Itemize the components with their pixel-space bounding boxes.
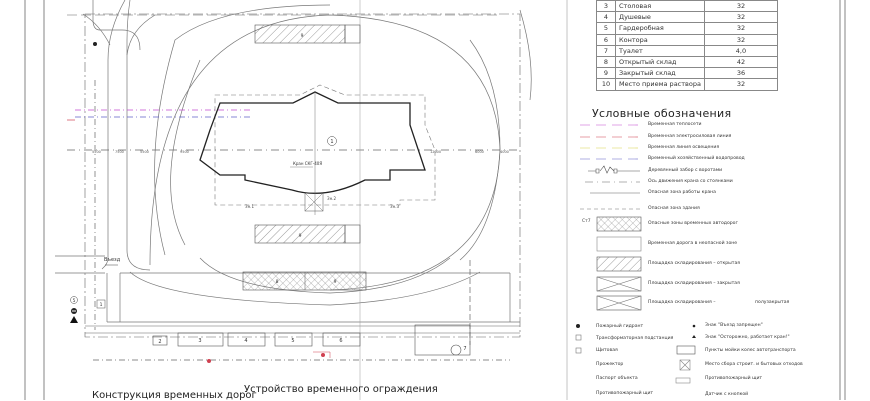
svg-text:9: 9 bbox=[301, 33, 304, 39]
svg-text:7500: 7500 bbox=[115, 150, 124, 154]
legend-item: Временная электросиловая линия bbox=[648, 134, 732, 139]
storage-area-top: 9 bbox=[254, 24, 361, 44]
crane-label: Кран СКГ-40Я bbox=[293, 161, 322, 166]
danger-zone-label: Зн.3 bbox=[390, 204, 399, 209]
temp-building-number: 2 bbox=[158, 339, 161, 345]
crane-warning-sign bbox=[70, 316, 78, 323]
symbol-label: Знак "Въезд запрещен" bbox=[705, 323, 763, 328]
legend-item: Опасная зона здания bbox=[648, 206, 700, 211]
danger-zone-label: Зн.1 bbox=[245, 204, 254, 209]
temporary-buildings bbox=[152, 324, 471, 356]
temp-building-number: 6 bbox=[339, 338, 342, 344]
svg-text:4000: 4000 bbox=[500, 150, 509, 154]
legend-item: Опасные зоны временных автодорог bbox=[648, 221, 738, 226]
svg-text:6000: 6000 bbox=[475, 150, 484, 154]
storage-area-road: 8 9 bbox=[242, 271, 367, 291]
legend-item: Площадка складирования – открытая bbox=[648, 261, 741, 266]
utility-lines bbox=[67, 0, 520, 400]
left-marker: 5 bbox=[73, 298, 76, 304]
svg-text:8: 8 bbox=[276, 279, 279, 285]
svg-text:12000: 12000 bbox=[430, 150, 441, 154]
svg-text:1: 1 bbox=[100, 302, 103, 308]
legend-symbols bbox=[575, 124, 696, 384]
crane-danger-zone bbox=[129, 4, 532, 306]
symbol-label: Пожарный гидрант bbox=[596, 324, 644, 329]
legend-item: Деревянный забор с воротами bbox=[648, 168, 723, 173]
building-number: 1 bbox=[330, 139, 333, 145]
legend-item: Площадка складирования – закрытая bbox=[648, 281, 740, 286]
svg-text:9: 9 bbox=[334, 279, 337, 285]
legend-item: Временная теплосети bbox=[648, 122, 702, 127]
svg-text:9500: 9500 bbox=[180, 150, 189, 154]
symbol-label: Противопожарный щит bbox=[705, 376, 763, 381]
legend-item: Временная дорога в неопасной зоне bbox=[648, 241, 738, 246]
roads-title: Конструкция временных дорог bbox=[92, 390, 257, 401]
symbol-label: Противопожарный щит bbox=[596, 391, 654, 396]
symbol-label: Место сбора строит. и бытовых отходов bbox=[705, 362, 803, 367]
symbol-label: Пункты мойки колес автотранспорта bbox=[705, 348, 796, 353]
storage-area-middle: 9 bbox=[254, 224, 361, 244]
legend-item: Ось движения крана со стоянками bbox=[648, 179, 733, 184]
danger-zone-label: Зн.2 bbox=[327, 196, 336, 201]
legend-item: Временный хозяйственный водопровод bbox=[648, 156, 745, 161]
fence-title: Устройство временного ограждения bbox=[244, 384, 438, 395]
entry-label: Въезд bbox=[104, 257, 121, 263]
temp-building-number: 5 bbox=[291, 338, 294, 344]
svg-text:5500: 5500 bbox=[92, 150, 101, 154]
symbol-label: Прожектор bbox=[596, 362, 624, 367]
symbol-label: Датчик с кнопкой bbox=[705, 392, 749, 397]
legend-title: Условные обозначения bbox=[592, 107, 732, 120]
temp-building-number: 3 bbox=[198, 338, 201, 344]
crane-stop-label: Ст7 bbox=[582, 218, 591, 224]
legend-item: полузакрытая bbox=[755, 300, 790, 305]
temp-building-number: 4 bbox=[244, 338, 247, 344]
svg-text:9: 9 bbox=[299, 233, 302, 239]
symbol-label: Щитовая bbox=[596, 348, 618, 353]
symbol-label: Паспорт объекта bbox=[596, 376, 638, 381]
legend-item: Площадка складирования – bbox=[648, 300, 716, 305]
building-danger-zone bbox=[214, 84, 436, 206]
building-outline bbox=[199, 91, 426, 194]
crane-position bbox=[304, 192, 324, 212]
symbol-label: Знак "Осторожно, работает кран!" bbox=[705, 335, 790, 340]
legend-item: Опасная зона работы крана bbox=[648, 190, 716, 195]
temporary-road bbox=[55, 0, 520, 323]
temp-building-number: 7 bbox=[463, 346, 466, 352]
legend-item: Временная линия освещения bbox=[648, 145, 720, 150]
svg-text:5500: 5500 bbox=[140, 150, 149, 154]
symbol-label: Трансформаторная подстанция bbox=[596, 336, 674, 341]
